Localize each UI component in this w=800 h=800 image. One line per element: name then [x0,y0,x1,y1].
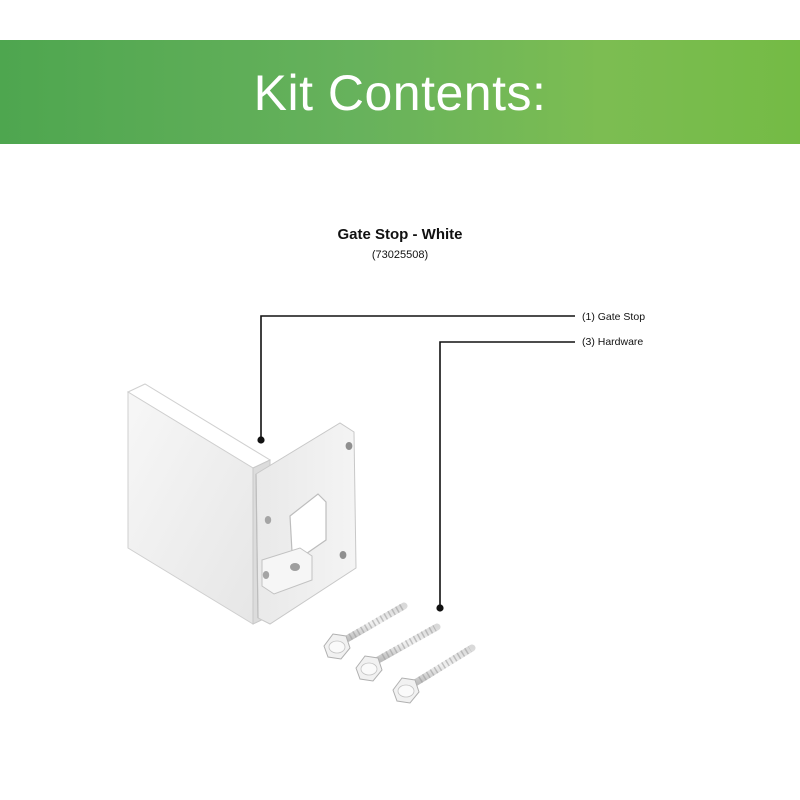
product-name: Gate Stop - White [337,226,463,243]
callout-line-hardware [436,341,575,612]
screw-icon-2 [355,623,441,682]
callout-label-gate-stop: (1) Gate Stop [582,311,646,323]
page-title: Kit Contents: [253,65,547,121]
gate-stop-bracket-icon [126,383,357,625]
screw-icon-3 [392,644,476,704]
callout-line-gate-stop [257,315,575,444]
header-banner: Kit Contents: [0,40,800,144]
screw-icon-1 [323,602,408,660]
product-sku: (73025508) [371,249,429,261]
callout-label-hardware: (3) Hardware [582,336,644,348]
